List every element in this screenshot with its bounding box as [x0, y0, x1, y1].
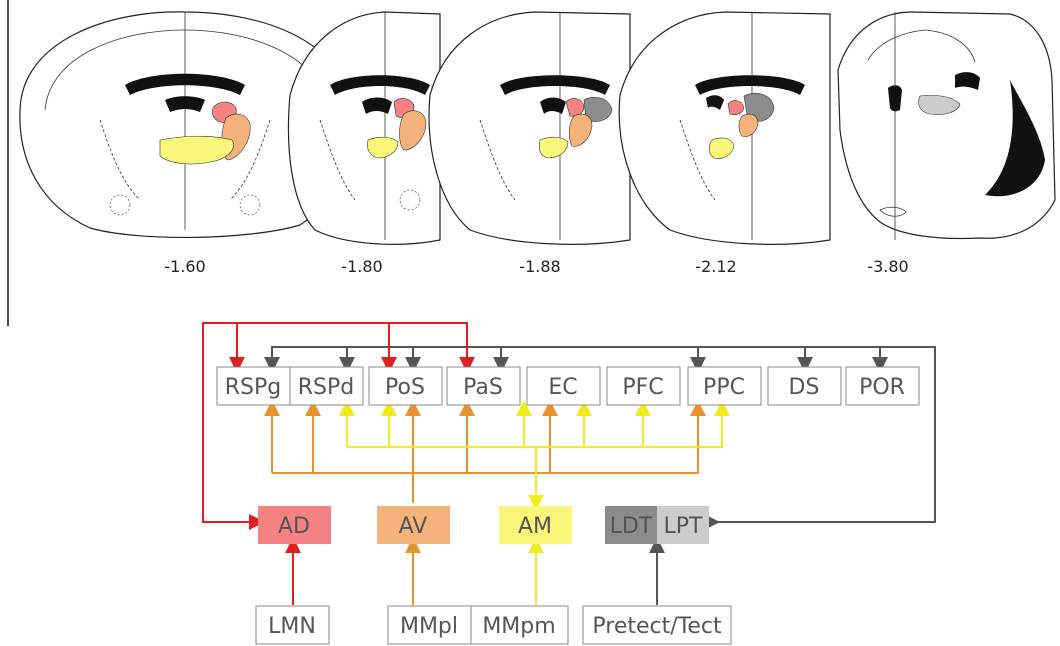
box-ppc: [687, 366, 762, 406]
box-am-label: AM: [518, 514, 552, 539]
box-ad-label: AD: [278, 514, 310, 539]
box-ldt: [605, 506, 657, 544]
box-rspg: [216, 366, 291, 406]
brain-section-3: [428, 11, 631, 245]
section-label-1: -1.60: [164, 257, 205, 276]
brain-section-4: [618, 11, 831, 245]
box-av: [377, 506, 450, 544]
brain-section-1: [19, 11, 355, 239]
section-label-2: -1.80: [341, 257, 382, 276]
box-lpt: [657, 506, 709, 544]
lpt-projection-lines: [264, 346, 936, 530]
ad-projection-lines: [202, 322, 475, 530]
av-projection-lines: [264, 400, 706, 503]
box-lmn: [255, 605, 330, 645]
box-ldt-label: LDT: [610, 514, 653, 539]
box-ec-label: EC: [548, 375, 577, 400]
box-rspd: [289, 366, 364, 406]
box-av-label: AV: [399, 514, 428, 539]
box-lpt-label: LPT: [664, 514, 704, 539]
section-label-3: -1.88: [519, 257, 560, 276]
cortical-targets-row: RSPg RSPd PoS PaS EC PFC PPC DS POR: [216, 366, 920, 406]
box-pos-label: PoS: [385, 375, 425, 400]
box-ec: [526, 366, 601, 406]
box-mmpl-label: MMpl: [400, 614, 458, 639]
box-pas-label: PaS: [463, 375, 503, 400]
box-pos: [368, 366, 443, 406]
box-ppc-label: PPC: [703, 375, 745, 400]
box-por: [845, 366, 920, 406]
brain-section-2: [287, 11, 441, 245]
box-pretect-tect: [582, 605, 732, 645]
box-pfc: [606, 366, 681, 406]
box-pfc-label: PFC: [622, 375, 663, 400]
box-am: [499, 506, 572, 544]
brain-section-5: [837, 11, 1056, 240]
section-label-5: -3.80: [867, 257, 908, 276]
box-lmn-label: LMN: [268, 614, 316, 639]
box-mmpl: [387, 605, 472, 645]
box-pretect-tect-label: Pretect/Tect: [592, 614, 722, 639]
box-mmpm-label: MMpm: [482, 614, 555, 639]
thalamic-nuclei-row: AD AV AM LDT LPT: [258, 506, 709, 544]
box-rspd-label: RSPd: [298, 375, 354, 400]
input-nuclei-row: LMN MMpl MMpm Pretect/Tect: [255, 605, 732, 645]
box-ds: [767, 366, 842, 406]
box-ad: [258, 506, 331, 544]
box-por-label: POR: [859, 375, 905, 400]
section-label-4: -2.12: [695, 257, 736, 276]
box-mmpm: [470, 605, 569, 645]
am-projection-lines: [339, 400, 730, 511]
box-rspg-label: RSPg: [225, 375, 281, 400]
box-ds-label: DS: [789, 375, 820, 400]
box-pas: [446, 366, 521, 406]
